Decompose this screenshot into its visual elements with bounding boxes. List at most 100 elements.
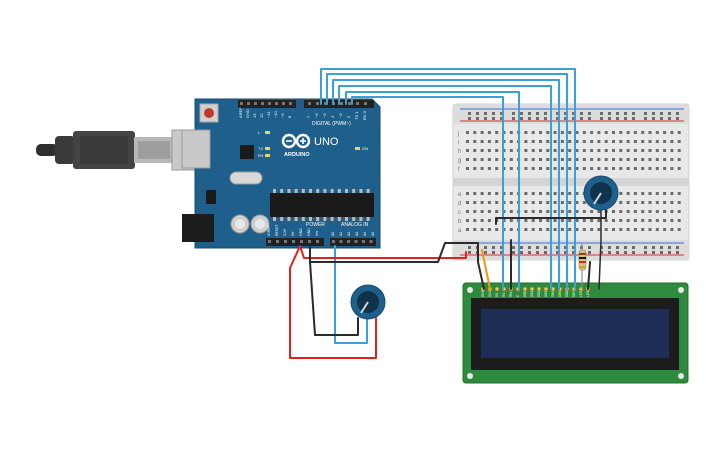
breadboard-hole — [524, 201, 528, 204]
header-pin — [308, 102, 311, 105]
pin-label: 2 — [346, 115, 351, 118]
chip-pin — [280, 217, 284, 221]
breadboard-hole — [641, 201, 645, 204]
reset-button[interactable] — [204, 108, 214, 118]
rail-hole — [652, 117, 655, 120]
breadboard-hole — [466, 140, 469, 143]
breadboard-hole — [626, 201, 630, 204]
breadboard-hole — [473, 210, 477, 213]
chip-pin — [352, 217, 356, 221]
chip-pin — [287, 189, 291, 193]
rail-hole — [468, 246, 471, 249]
rail-hole — [492, 246, 495, 249]
breadboard-hole — [487, 167, 491, 170]
rail-hole — [608, 246, 611, 249]
breadboard-hole — [677, 158, 681, 161]
pin-label: 8 — [287, 115, 292, 118]
breadboard-hole — [604, 219, 608, 222]
breadboard-hole — [473, 219, 477, 222]
breadboard-hole — [626, 158, 630, 161]
breadboard-hole — [612, 210, 615, 213]
rail-hole — [492, 251, 495, 254]
breadboard-hole — [560, 201, 564, 204]
lcd-pin — [543, 286, 549, 292]
rail-hole — [644, 112, 647, 115]
breadboard-hole — [677, 228, 681, 231]
rail-hole — [556, 112, 559, 115]
rail-hole — [500, 112, 503, 115]
breadboard-hole — [553, 201, 557, 204]
breadboard-hole — [670, 131, 674, 134]
breadboard-hole — [641, 158, 645, 161]
breadboard-hole — [546, 167, 550, 170]
lcd-pin-label: LED — [579, 290, 583, 297]
breadboard-hole — [495, 140, 499, 143]
digital-header-left — [238, 100, 296, 108]
breadboard-hole — [626, 167, 630, 170]
breadboard-hole — [509, 192, 513, 195]
breadboard-hole — [524, 167, 528, 170]
breadboard-hole — [531, 192, 535, 195]
potentiometer-icon[interactable] — [583, 175, 619, 211]
rail-hole — [536, 251, 539, 254]
breadboard-hole — [648, 192, 652, 195]
wire-black — [309, 242, 479, 263]
breadboard-hole — [619, 210, 623, 213]
breadboard-hole — [655, 140, 659, 143]
rail-hole — [632, 117, 635, 120]
wire-black — [495, 202, 607, 225]
breadboard-hole — [480, 201, 484, 204]
breadboard-hole — [575, 210, 579, 213]
header-pin — [340, 102, 343, 105]
breadboard-hole — [539, 158, 542, 161]
chip-pin — [323, 189, 327, 193]
pin-label: 5V — [291, 231, 295, 236]
breadboard-hole — [663, 192, 667, 195]
rail-hole — [556, 251, 559, 254]
lcd-pin-label: DB4 — [551, 291, 555, 297]
rail-hole — [520, 251, 523, 254]
breadboard-hole — [590, 228, 594, 231]
lcd-pin-label: DB0 — [523, 291, 527, 297]
breadboard-hole — [612, 131, 615, 134]
rail-hole — [572, 251, 575, 254]
breadboard-hole — [597, 228, 601, 231]
breadboard-hole — [487, 158, 491, 161]
chip-pin — [359, 217, 363, 221]
breadboard-hole — [590, 210, 594, 213]
breadboard-hole — [582, 167, 586, 170]
pin-label: A4 — [363, 232, 367, 236]
breadboard-hole — [568, 167, 572, 170]
pin-label: ~11 — [266, 111, 271, 118]
chip-pin — [337, 189, 341, 193]
breadboard-hole — [641, 140, 645, 143]
header-pin — [364, 102, 367, 105]
breadboard-hole — [539, 201, 542, 204]
rail-hole — [520, 112, 523, 115]
breadboard-hole — [524, 149, 528, 152]
usb-cable-icon — [36, 129, 203, 171]
regulator — [206, 190, 216, 204]
breadboard-hole — [590, 140, 594, 143]
lcd-pin-label: E — [516, 295, 520, 297]
breadboard-hole — [648, 158, 652, 161]
potentiometer-icon[interactable] — [350, 284, 386, 320]
rail-hole — [484, 246, 487, 249]
rail-hole — [588, 117, 591, 120]
rail-hole — [528, 117, 531, 120]
breadboard-hole — [633, 167, 637, 170]
breadboard-hole — [466, 149, 469, 152]
breadboard-hole — [604, 158, 608, 161]
breadboard-hole — [466, 192, 469, 195]
breadboard-hole — [553, 158, 557, 161]
breadboard-hole — [670, 219, 674, 222]
breadboard-hole — [539, 131, 542, 134]
breadboard-hole — [553, 140, 557, 143]
pin-label: Vin — [315, 231, 319, 236]
lcd-pin-label: V0 — [495, 293, 499, 297]
breadboard-hole — [473, 140, 477, 143]
breadboard-hole — [466, 201, 469, 204]
wire-red — [289, 245, 377, 359]
breadboard-hole — [568, 149, 572, 152]
breadboard-hole — [487, 192, 491, 195]
